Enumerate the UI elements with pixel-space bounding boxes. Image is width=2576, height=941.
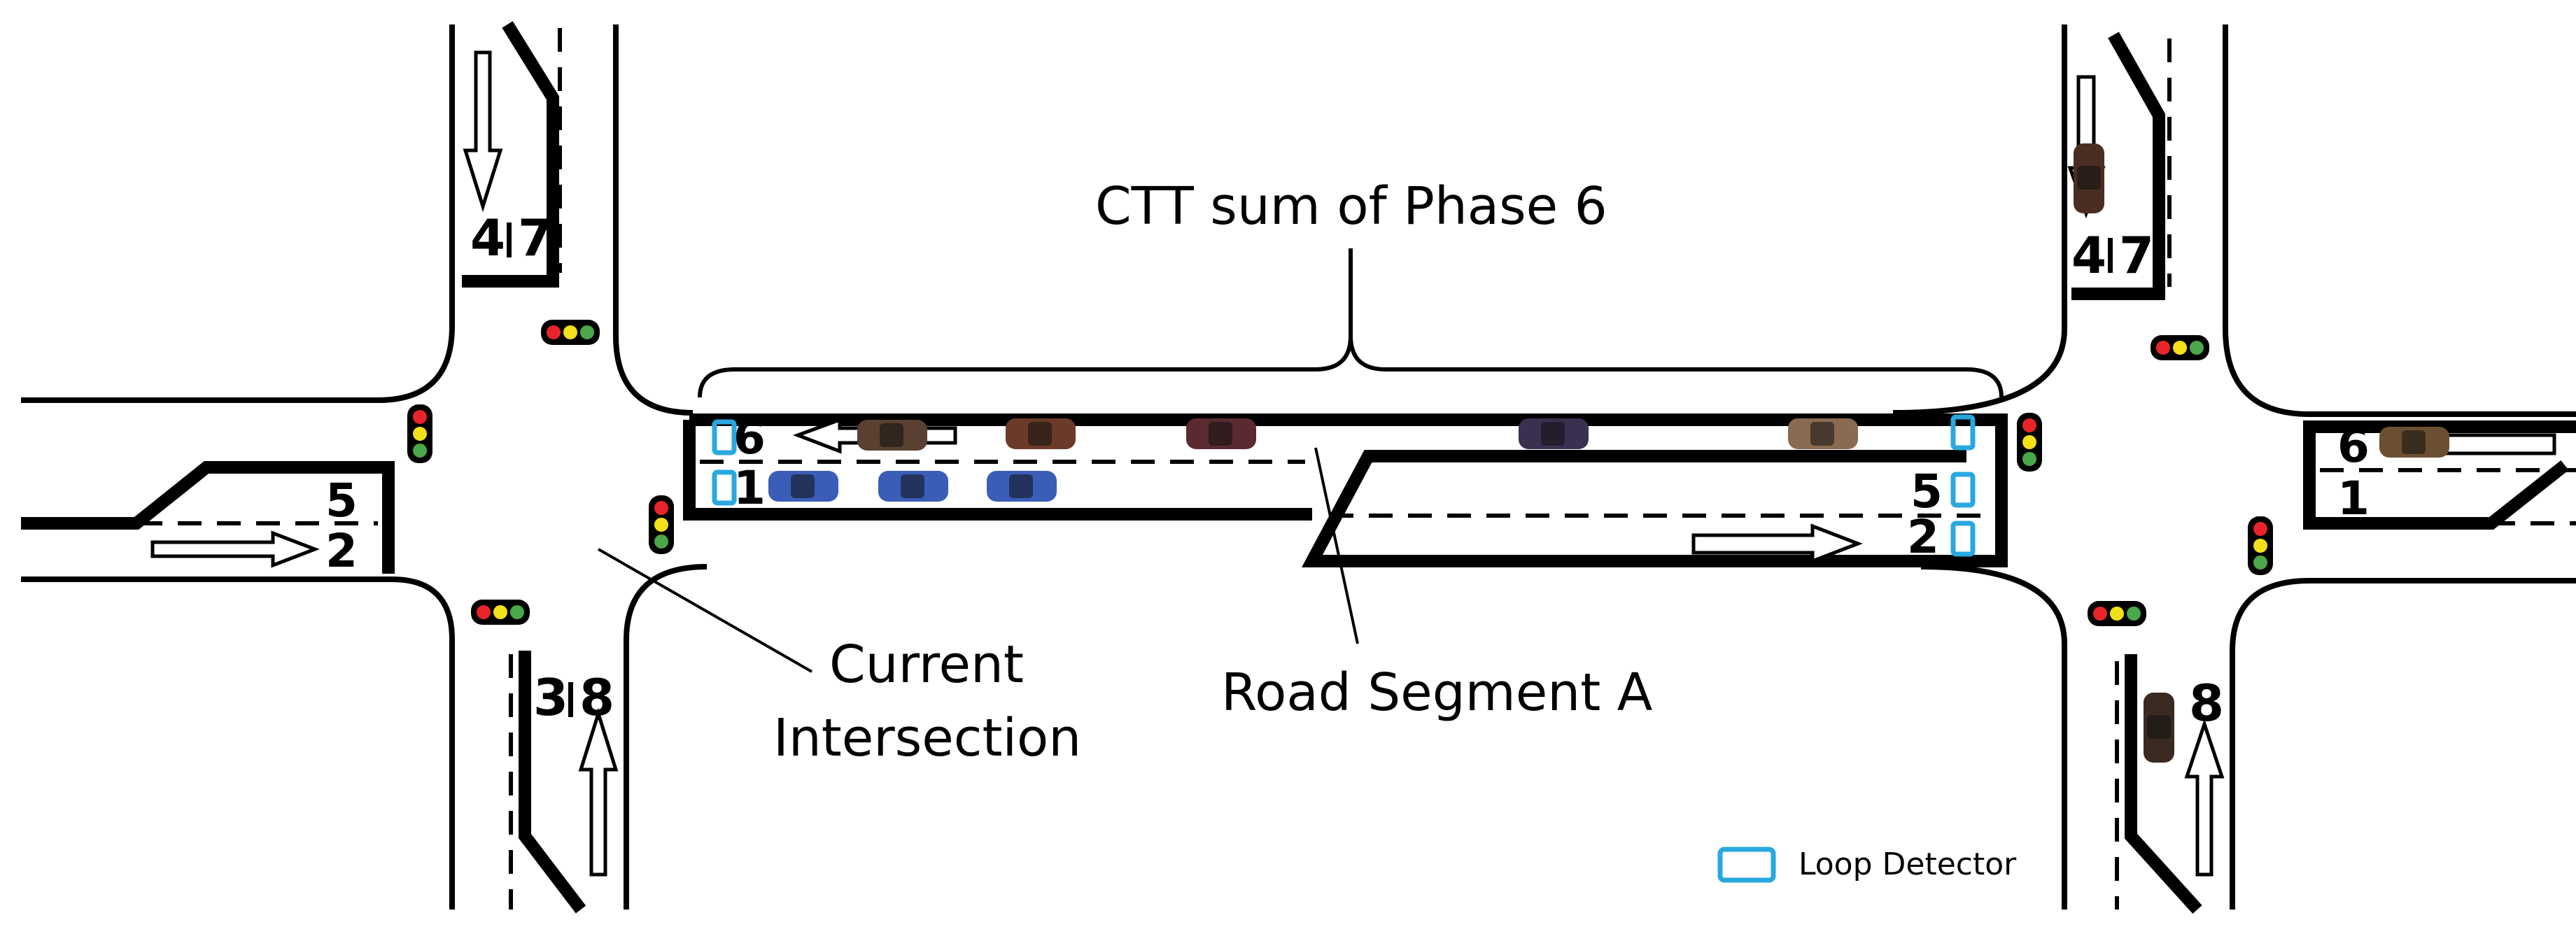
car-icon bbox=[2379, 427, 2449, 458]
loop-detector-icon bbox=[1953, 474, 1973, 505]
lane-divider bbox=[507, 222, 512, 257]
current-intersection-label-line1: Current bbox=[829, 635, 1024, 695]
ctt-sum-label: CTT sum of Phase 6 bbox=[1095, 176, 1607, 236]
phase-number: 7 bbox=[2119, 226, 2154, 285]
phase-number: 2 bbox=[1907, 510, 1939, 564]
traffic-signal-icon bbox=[471, 600, 530, 625]
car-icon bbox=[1006, 418, 1076, 449]
car-icon bbox=[987, 471, 1057, 502]
loop-detector-icon bbox=[1953, 523, 1973, 554]
traffic-signal-icon bbox=[2248, 516, 2273, 575]
traffic-signal-icon bbox=[2088, 601, 2146, 626]
car-icon bbox=[1519, 418, 1589, 449]
traffic-arrows bbox=[150, 50, 2556, 877]
traffic-signals bbox=[407, 320, 2273, 626]
phase-number: 4 bbox=[2071, 226, 2106, 285]
car-icon bbox=[2144, 693, 2174, 763]
traffic-signal-icon bbox=[2151, 335, 2209, 360]
traffic-signal-icon bbox=[407, 404, 432, 463]
car-icon bbox=[878, 471, 948, 502]
traffic-signal-icon bbox=[649, 495, 674, 554]
lane-divider bbox=[568, 682, 573, 717]
medians bbox=[21, 21, 2576, 914]
phase-number: 8 bbox=[579, 668, 614, 727]
car-icon bbox=[768, 471, 838, 502]
phase-number: 5 bbox=[325, 474, 358, 528]
ctt-brace bbox=[698, 248, 2004, 398]
road-segment-label: Road Segment A bbox=[1221, 663, 1653, 723]
car-icon bbox=[1788, 418, 1858, 449]
loop-detector-icon bbox=[715, 472, 734, 503]
car-icon bbox=[2074, 143, 2104, 213]
car-icon bbox=[1186, 418, 1256, 449]
phase-number: 1 bbox=[733, 461, 766, 515]
current-intersection-label-line2: Intersection bbox=[773, 708, 1081, 768]
lane-divider bbox=[2108, 238, 2113, 273]
traffic-signal-icon bbox=[541, 320, 600, 345]
arrow-icon bbox=[1691, 523, 1863, 564]
phase-number: 8 bbox=[2189, 674, 2224, 733]
legend-label: Loop Detector bbox=[1799, 847, 2017, 882]
arrow-icon bbox=[150, 530, 320, 568]
lane-lines bbox=[21, 28, 2576, 910]
arrow-icon bbox=[463, 50, 503, 213]
legend: Loop Detector bbox=[1717, 847, 2017, 883]
traffic-signal-icon bbox=[2017, 413, 2042, 472]
car-icon bbox=[857, 420, 927, 451]
loop-detector-icon bbox=[715, 422, 734, 453]
phase-number: 2 bbox=[325, 524, 358, 578]
phase-number: 1 bbox=[2337, 472, 2370, 525]
phase-number: 4 bbox=[470, 208, 505, 267]
road-edges bbox=[21, 24, 2576, 910]
arrow-icon bbox=[578, 707, 619, 877]
phase-labels: 4 7 3 8 5 2 6 1 5 2 4 7 8 6 1 bbox=[325, 208, 2370, 733]
phase-number: 5 bbox=[1910, 465, 1943, 518]
leader-lines bbox=[598, 447, 1359, 673]
phase-number: 6 bbox=[733, 411, 766, 465]
phase-number: 3 bbox=[533, 668, 568, 727]
loop-detector-icon bbox=[1717, 847, 1776, 883]
phase-number: 6 bbox=[2337, 419, 2370, 473]
arrow-icon bbox=[2184, 719, 2225, 877]
phase-number: 7 bbox=[518, 208, 553, 267]
